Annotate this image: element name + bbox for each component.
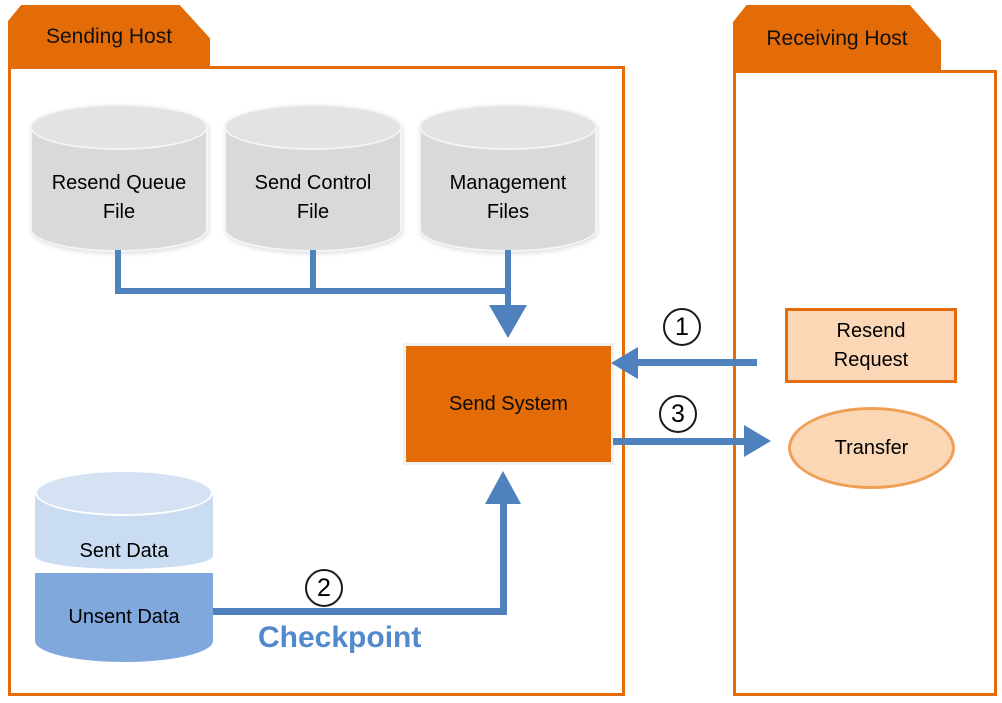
cylinder-label: Resend Queue File xyxy=(51,172,187,223)
cylinder-top xyxy=(419,104,597,150)
arrowhead-left-icon xyxy=(611,347,638,379)
step-3-badge: 3 xyxy=(659,395,697,433)
receiving-host-panel xyxy=(733,70,997,696)
cylinder-resend-queue-file: Resend Queue File xyxy=(30,104,208,252)
arrowhead-down-icon xyxy=(489,305,527,338)
transfer-ellipse: Transfer xyxy=(788,407,955,489)
resend-request-label: Resend Request xyxy=(833,319,909,371)
receiving-host-tab: Receiving Host xyxy=(733,5,941,73)
connector-line-vertical-3 xyxy=(505,250,511,308)
sent-data-label: Sent Data xyxy=(79,540,169,562)
data-cylinder-top xyxy=(35,470,213,516)
cylinder-top xyxy=(30,104,208,150)
checkpoint-arrow-horizontal-shaft xyxy=(213,608,505,615)
connector-line-vertical-2 xyxy=(310,250,316,294)
sending-host-title: Sending Host xyxy=(45,25,173,48)
unsent-data-label: Unsent Data xyxy=(68,606,180,628)
connector-line-horizontal xyxy=(115,288,511,294)
resend-request-arrow-shaft xyxy=(634,359,757,366)
sending-host-tab: Sending Host xyxy=(8,5,210,69)
checkpoint-arrow-vertical-shaft xyxy=(500,504,507,615)
step-2-number: 2 xyxy=(317,573,331,602)
checkpoint-label: Checkpoint xyxy=(258,621,422,654)
arrowhead-up-icon xyxy=(485,471,521,504)
cylinder-top xyxy=(224,104,402,150)
receiving-host-title: Receiving Host xyxy=(766,27,908,50)
cylinder-label: Send Control File xyxy=(254,172,372,223)
unsent-data-section: Unsent Data xyxy=(35,573,213,662)
sending-host-panel xyxy=(8,66,625,696)
transfer-arrow-shaft xyxy=(613,438,748,445)
step-3-number: 3 xyxy=(671,399,685,428)
connector-line-vertical-1 xyxy=(115,250,121,294)
cylinder-send-control-file: Send Control File xyxy=(224,104,402,252)
transfer-label: Transfer xyxy=(834,436,909,459)
step-1-number: 1 xyxy=(675,312,689,341)
cylinder-label: Management Files xyxy=(449,172,567,223)
send-system-box: Send System xyxy=(403,343,614,465)
send-system-label: Send System xyxy=(449,392,568,415)
arrowhead-right-icon xyxy=(744,425,771,457)
step-1-badge: 1 xyxy=(663,308,701,346)
cylinder-management-files: Management Files xyxy=(419,104,597,252)
step-2-badge: 2 xyxy=(305,569,343,607)
resend-request-box: Resend Request xyxy=(785,308,957,383)
